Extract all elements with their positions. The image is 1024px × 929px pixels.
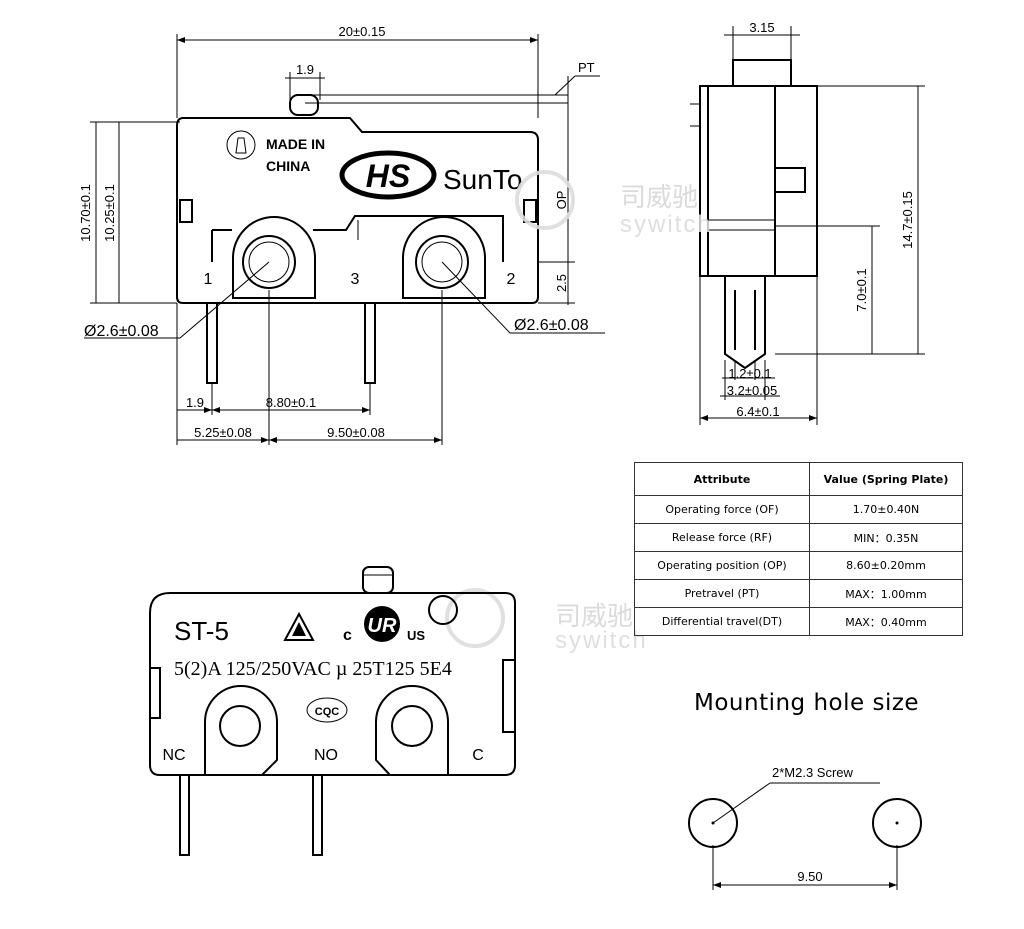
terminal-c-label: C — [472, 747, 484, 764]
terminal-no-label: NO — [314, 747, 338, 764]
cqc-mark: CQC — [315, 706, 340, 718]
actuator-width-dim: 1.9 — [296, 62, 314, 77]
model-label: ST-5 — [174, 616, 229, 646]
us-mark: US — [407, 628, 425, 643]
pin-width-dim: 3.2±0.05 — [727, 383, 778, 398]
made-in-line1: MADE IN — [266, 136, 325, 152]
watermark-chinese-1: 司威驰 — [620, 182, 698, 212]
attr-cell: Release force (RF) — [634, 523, 810, 552]
svg-text:HS: HS — [366, 158, 411, 194]
mounting-title: Mounting hole size — [694, 690, 920, 716]
spec-table-header: Attribute Value (Spring Plate) — [634, 462, 963, 496]
table-row: Operating position (OP) 8.60±0.20mm — [634, 551, 963, 580]
hole-dia-left: Ø2.6±0.08 — [84, 323, 159, 340]
side-view: 3.15 14.7±0.15 7.0±0.1 1.2±0.1 3.2 — [690, 20, 925, 425]
mounting-spacing-dim: 9.50 — [797, 869, 822, 884]
hs-logo: HS — [339, 150, 437, 200]
body-width-dim: 6.4±0.1 — [736, 404, 779, 419]
terminal-nc-label: NC — [162, 747, 185, 764]
rating-label: 5(2)A 125/250VAC µ 25T125 5E4 — [174, 658, 452, 680]
hole-dia-right: Ø2.6±0.08 — [514, 317, 589, 334]
header-value: Value (Spring Plate) — [809, 462, 963, 496]
made-in-line2: CHINA — [266, 158, 310, 174]
terminal-1-label: 1 — [204, 271, 213, 288]
value-cell: MAX：1.00mm — [809, 579, 963, 608]
watermark-latin-1: sywitch — [620, 211, 713, 238]
pin-spacing-dim: 8.80±0.1 — [266, 395, 317, 410]
watermark-latin-2: sywitch — [555, 627, 648, 654]
pin-thickness-dim: 1.2±0.1 — [728, 366, 771, 381]
side-height-dim: 14.7±0.15 — [900, 191, 915, 249]
hole-left-offset-dim: 5.25±0.08 — [194, 425, 252, 440]
delta-mark-icon — [283, 611, 315, 641]
top-width-dim: 3.15 — [749, 20, 774, 35]
attr-cell: Differential travel(DT) — [634, 607, 810, 636]
watermark: 司威驰 sywitch 司威驰 sywitch — [445, 170, 713, 654]
c-mark: c — [343, 627, 352, 644]
front-view: ST-5 c UR US 5(2)A 125/250VAC µ 25T125 5… — [149, 566, 516, 856]
ul-mark-icon: UR — [364, 606, 400, 642]
height-inner-dim: 10.25±0.1 — [102, 184, 117, 242]
attr-cell: Operating position (OP) — [634, 551, 810, 580]
header-attribute: Attribute — [634, 462, 810, 496]
table-row: Operating force (OF) 1.70±0.40N — [634, 495, 963, 524]
screw-label: 2*M2.3 Screw — [772, 765, 854, 780]
op-label: OP — [554, 191, 569, 210]
brand-name: SunTo — [443, 164, 522, 195]
hole-spacing-dim: 9.50±0.08 — [327, 425, 385, 440]
value-cell: 8.60±0.20mm — [809, 551, 963, 580]
table-row: Pretravel (PT) MAX：1.00mm — [634, 579, 963, 608]
side-hole-height-dim: 7.0±0.1 — [854, 268, 869, 311]
value-cell: 1.70±0.40N — [809, 495, 963, 524]
table-row: Differential travel(DT) MAX：0.40mm — [634, 607, 963, 636]
table-row: Release force (RF) MIN：0.35N — [634, 523, 963, 552]
spec-table: Attribute Value (Spring Plate) Operating… — [634, 462, 963, 636]
overall-width-dim: 20±0.15 — [339, 24, 386, 39]
terminal-3-label: 3 — [351, 271, 360, 288]
top-view: 20±0.15 1.9 PT OP MADE IN CHINA HS SunTo — [78, 24, 605, 445]
mounting-holes: 2*M2.3 Screw 9.50 — [688, 765, 922, 890]
hole-offset-dim: 2.5 — [554, 274, 569, 292]
pt-label: PT — [578, 60, 595, 75]
pin-offset-dim: 1.9 — [186, 395, 204, 410]
watermark-chinese-2: 司威驰 — [555, 601, 633, 631]
attr-cell: Pretravel (PT) — [634, 579, 810, 608]
terminal-2-label: 2 — [507, 271, 516, 288]
value-cell: MIN：0.35N — [809, 523, 963, 552]
svg-text:UR: UR — [368, 615, 397, 637]
value-cell: MAX：0.40mm — [809, 607, 963, 636]
attr-cell: Operating force (OF) — [634, 495, 810, 524]
height-outer-dim: 10.70±0.1 — [78, 184, 93, 242]
